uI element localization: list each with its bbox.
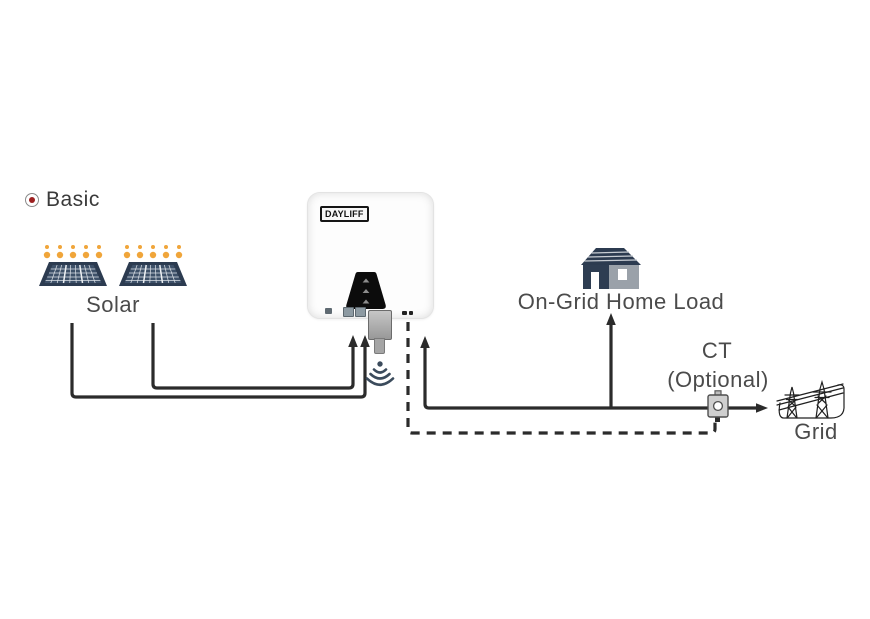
ct-sense-dashed-wire <box>406 322 717 435</box>
solar-label: Solar <box>86 292 140 317</box>
transmission-towers-icon <box>776 379 845 419</box>
home-load-label: On-Grid Home Load <box>517 289 725 314</box>
inverter-terminal <box>355 307 366 317</box>
inverter-terminal <box>402 311 407 315</box>
inverter-terminal <box>409 311 413 315</box>
arrowhead-right <box>756 403 768 413</box>
inverter-terminal <box>325 308 332 314</box>
inverter-display-icon <box>346 272 386 309</box>
solar-panel-icon <box>39 245 107 286</box>
ac-output-wire <box>423 347 758 410</box>
solar-panel-icon <box>119 245 187 286</box>
ct-label: CT <box>701 338 733 363</box>
solar-wire-inner <box>151 323 355 390</box>
arrowhead-up <box>606 313 616 325</box>
mode-label: Basic <box>46 188 100 211</box>
wifi-signal-icon <box>365 361 395 387</box>
arrowhead-up <box>360 335 370 347</box>
arrowhead-up <box>348 335 358 347</box>
bullseye-icon <box>25 193 39 207</box>
arrowhead-up <box>420 336 430 348</box>
inverter-brand-logo: DAYLIFF <box>320 206 369 222</box>
usb-dongle <box>368 310 392 340</box>
usb-dongle-cable <box>374 338 385 354</box>
grid-label: Grid <box>794 419 838 444</box>
ct-optional-label: (Optional) <box>667 367 769 392</box>
solar-wire-outer <box>70 323 367 399</box>
ct-sensor-icon <box>707 390 729 422</box>
inverter-terminal <box>343 307 354 317</box>
house-icon <box>581 248 641 289</box>
mode-indicator: Basic <box>25 188 100 212</box>
